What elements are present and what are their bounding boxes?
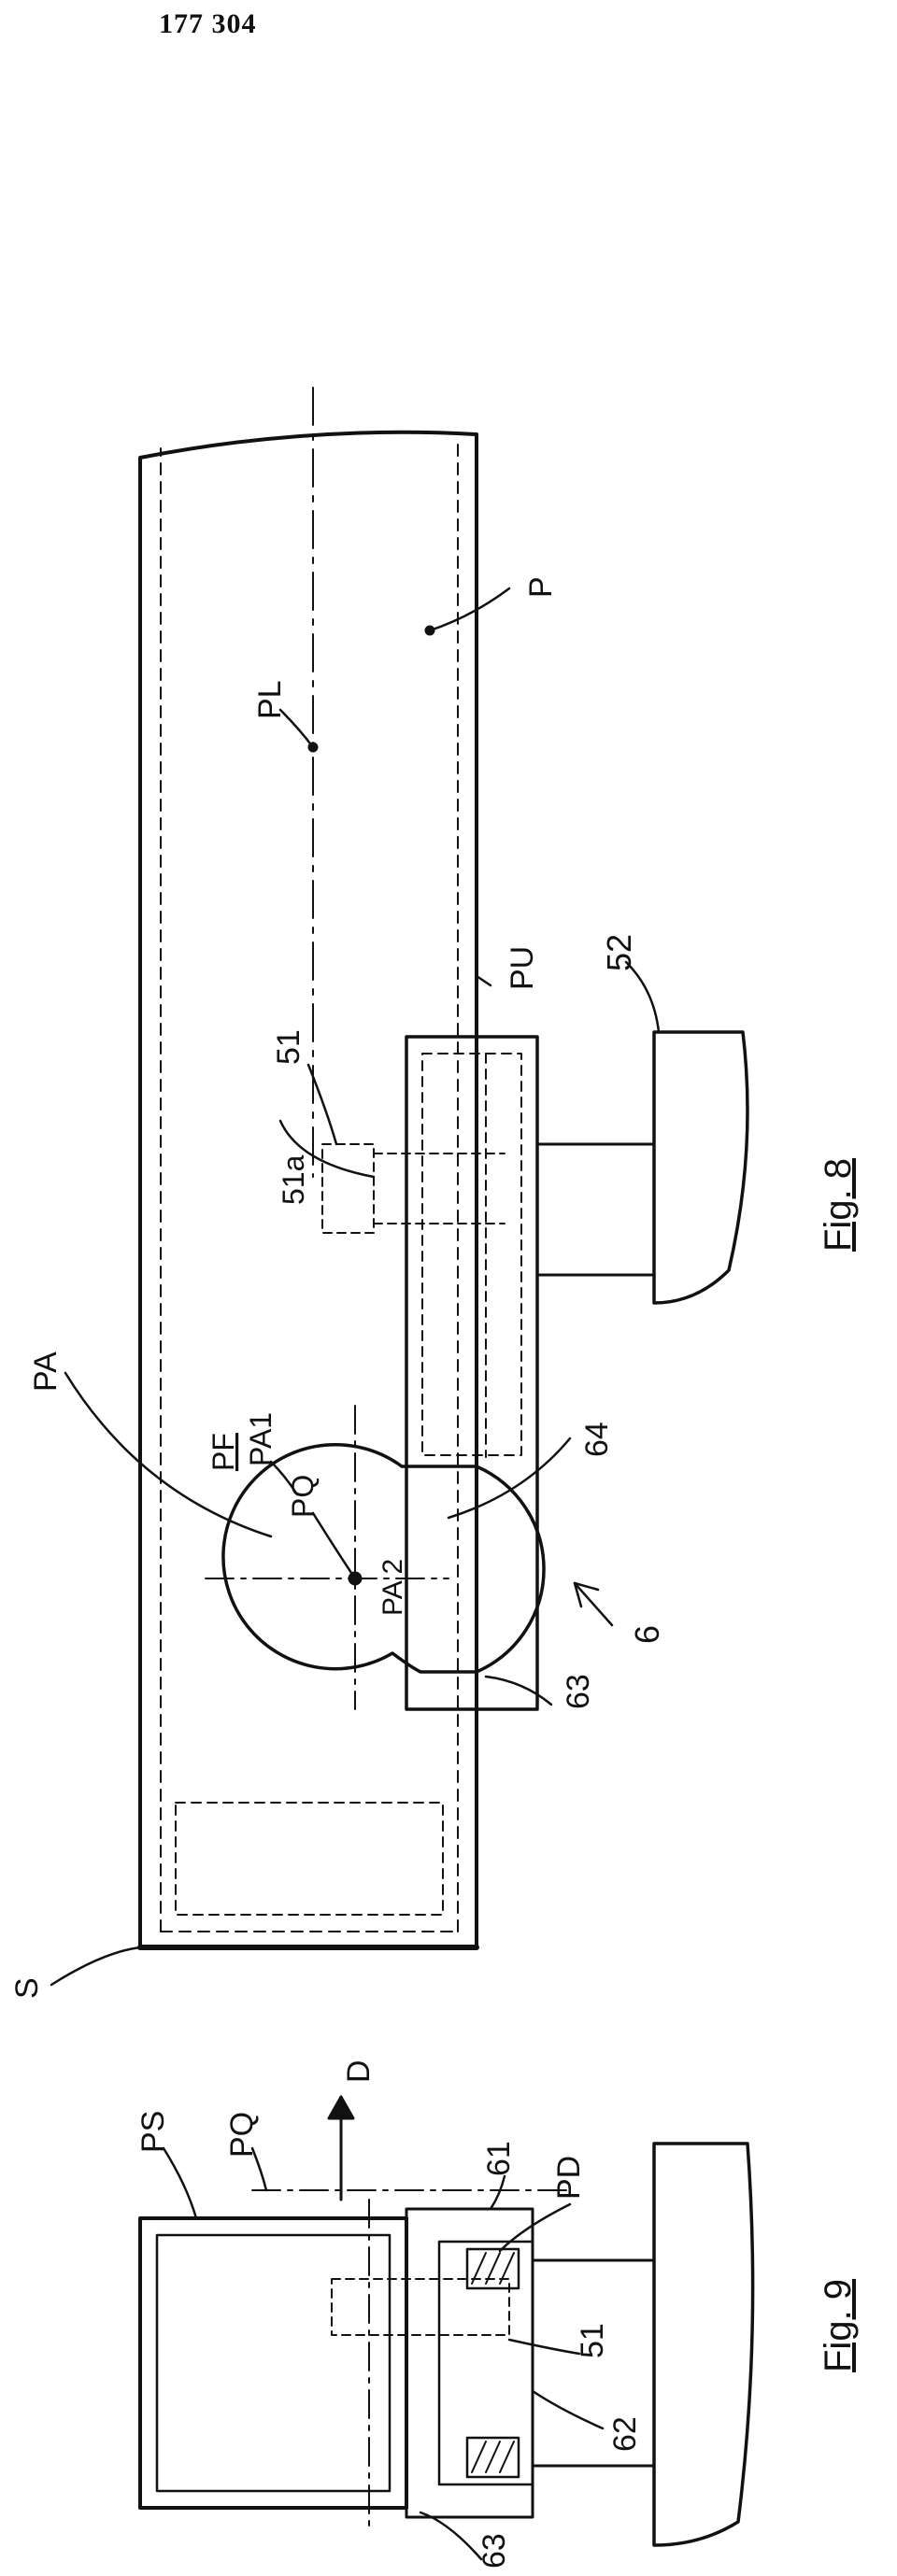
leader-52 xyxy=(624,960,661,1034)
leader-51a xyxy=(278,1119,376,1179)
leader-51-9 xyxy=(507,2338,581,2356)
fig8-drawing: S PF PA PA1 PQ PA 2 PL P PU 51 51a 52 64… xyxy=(9,387,859,1999)
leader-ps xyxy=(162,2146,198,2220)
bolt-51-hidden xyxy=(321,1143,375,1234)
label-pa2: PA 2 xyxy=(377,1559,408,1616)
label-pd: PD xyxy=(551,2156,587,2200)
leader-pa1 xyxy=(269,1460,299,1496)
label-6: 6 xyxy=(628,1625,666,1644)
pivot-arm-pa xyxy=(221,1442,546,1674)
leader-63 xyxy=(484,1675,553,1706)
end-insert-hidden xyxy=(175,1802,444,1916)
label-p: P xyxy=(523,576,559,598)
profile-body-outline xyxy=(138,430,478,1949)
fig9-drawing: PS PQ D 61 PD 51 62 63 Fig. 9 xyxy=(135,2059,859,2569)
label-63-fig8: 63 xyxy=(561,1674,596,1709)
fitting-plate xyxy=(405,1035,539,1711)
bolt-51-section-hidden xyxy=(331,2278,510,2336)
fitting-section-62 xyxy=(437,2240,534,2486)
leader-p xyxy=(428,587,511,632)
label-pu: PU xyxy=(505,946,540,990)
label-s: S xyxy=(9,1977,45,1999)
label-52: 52 xyxy=(600,934,638,971)
insert-pd-bottom xyxy=(465,2436,520,2479)
label-pq-9: PQ xyxy=(224,2112,260,2158)
leader-pq xyxy=(311,1511,357,1580)
leader-s xyxy=(50,1946,142,1987)
fig8-caption: Fig. 8 xyxy=(818,1158,859,1252)
fitting-plate-hidden xyxy=(421,1053,522,1456)
direction-arrow-d-head xyxy=(327,2095,355,2120)
label-62: 62 xyxy=(607,2416,643,2452)
label-61: 61 xyxy=(481,2141,517,2176)
insert-pd-top xyxy=(465,2247,520,2290)
insert-pd-bottom-hatch xyxy=(471,2441,515,2473)
label-pa: PA xyxy=(28,1352,64,1392)
profile-section-outer xyxy=(138,2216,408,2510)
foot-52 xyxy=(652,1030,749,1305)
label-pq: PQ xyxy=(286,1475,320,1518)
label-64: 64 xyxy=(579,1422,615,1457)
insert-pd-top-hatch xyxy=(471,2252,515,2285)
arrow-6-head xyxy=(573,1581,600,1608)
label-pl: PL xyxy=(252,680,288,719)
leader-6 xyxy=(573,1581,614,1627)
label-51: 51 xyxy=(271,1029,306,1065)
label-d: D xyxy=(341,2059,377,2083)
page-number: 177 304 xyxy=(159,8,257,39)
leader-pd xyxy=(498,2202,572,2253)
leader-62 xyxy=(531,2389,605,2430)
leader-pu xyxy=(475,974,492,987)
fig9-caption: Fig. 9 xyxy=(818,2279,859,2372)
label-51-9: 51 xyxy=(575,2323,610,2358)
leader-pa xyxy=(64,1371,273,1538)
leader-63-9 xyxy=(419,2511,483,2561)
label-pa1: PA1 xyxy=(244,1412,278,1466)
leader-pl xyxy=(278,708,315,749)
label-ps: PS xyxy=(135,2111,171,2153)
label-51a: 51a xyxy=(277,1154,310,1205)
leader-64 xyxy=(447,1437,572,1520)
leader-pq-9 xyxy=(250,2146,268,2192)
leader-61 xyxy=(489,2174,506,2211)
label-63-9: 63 xyxy=(477,2533,512,2569)
profile-section-inner xyxy=(155,2233,392,2493)
leader-51 xyxy=(306,1063,338,1146)
label-pf: PF xyxy=(206,1433,240,1471)
foot-section xyxy=(652,2142,755,2547)
